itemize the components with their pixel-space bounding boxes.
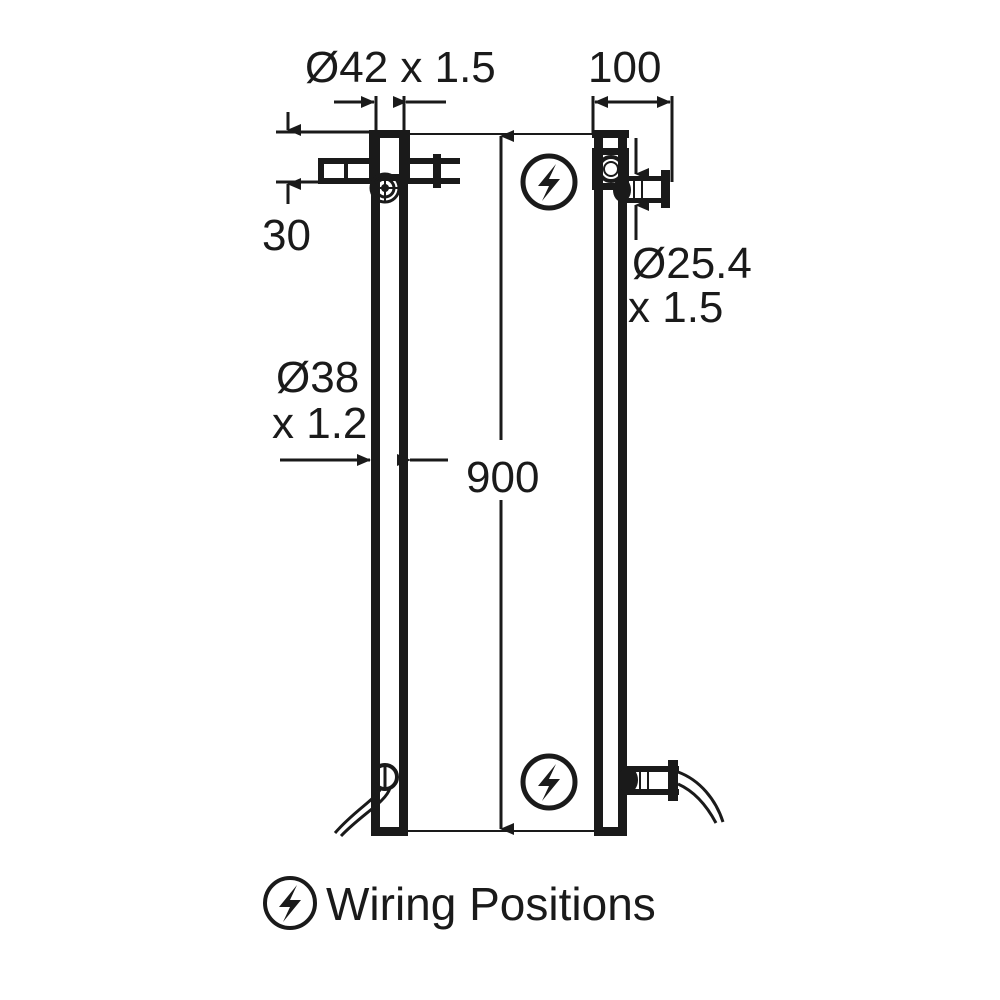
dimension-bracket-offset: 30 <box>262 112 376 260</box>
side-connector-end-cap <box>661 170 670 208</box>
side-bottom-connector-cap <box>668 760 678 801</box>
side-view-column <box>592 130 725 836</box>
lightning-bolt-icon <box>279 885 301 922</box>
front-cable-strand-a <box>333 787 383 834</box>
front-cable-strand-b <box>339 787 392 838</box>
side-cable-strand-a <box>677 770 725 823</box>
side-bracket-right-edge <box>622 148 629 190</box>
dim-label-column-diameter: Ø38 <box>276 353 359 402</box>
front-column-right-wall <box>399 130 408 836</box>
dimension-overall-height: 900 <box>408 130 598 835</box>
side-connector-hatch <box>633 178 643 201</box>
dimension-column-diameter: Ø38 x 1.2 <box>272 353 448 466</box>
legend-wiring-positions: Wiring Positions <box>263 876 656 930</box>
side-bracket-boss <box>597 155 625 183</box>
front-column-left-wall <box>371 130 380 836</box>
legend-label: Wiring Positions <box>326 878 656 930</box>
front-view-column <box>318 130 460 838</box>
dim-label-top-diameter: Ø42 x 1.5 <box>305 43 496 92</box>
dim-label-top-width: 100 <box>588 43 661 92</box>
side-bracket-bottom-rail <box>592 183 629 190</box>
wiring-marker-bottom <box>520 753 578 811</box>
front-arm-right-end <box>433 154 441 188</box>
side-cable-strand-b <box>677 782 718 824</box>
side-column-right-wall <box>618 130 627 836</box>
front-bracket-right-edge <box>403 138 410 180</box>
front-top-wiring-boss <box>369 172 401 204</box>
front-column-base-cap <box>371 827 408 836</box>
side-column-base-cap <box>594 827 627 836</box>
dimension-top-diameter: Ø42 x 1.5 <box>305 43 496 136</box>
side-bottom-connector <box>618 760 679 801</box>
wiring-marker-top <box>520 153 578 211</box>
side-column-left-wall <box>594 130 603 836</box>
side-bottom-connector-bottom <box>627 789 679 795</box>
side-bracket-left-edge <box>592 148 600 190</box>
lightning-bolt-icon <box>538 764 560 801</box>
side-bottom-connector-top <box>627 766 679 772</box>
front-bracket-left-edge <box>369 138 376 180</box>
dim-label-overall-height: 900 <box>466 453 539 502</box>
side-bottom-gland <box>618 767 638 793</box>
dim-label-connector-thickness: x 1.5 <box>628 283 723 332</box>
legend-circle <box>263 876 317 930</box>
side-bottom-hatch <box>639 768 649 793</box>
dim-label-bracket-offset: 30 <box>262 211 311 260</box>
side-bracket-top-cap <box>592 130 629 138</box>
front-bottom-wiring-boss <box>371 763 399 791</box>
lightning-bolt-icon <box>538 164 560 201</box>
front-arm-left-end <box>318 158 324 184</box>
front-bracket-top-cap <box>369 130 410 138</box>
side-bracket-upper-rail <box>592 148 629 155</box>
side-connector-gland <box>613 178 631 202</box>
dim-label-column-thickness: x 1.2 <box>272 399 367 448</box>
dimension-connector-diameter: Ø25.4 x 1.5 <box>628 138 752 332</box>
front-bracket-bottom-edge <box>369 174 410 181</box>
dim-label-connector-diameter: Ø25.4 <box>632 239 752 288</box>
dimension-top-width: 100 <box>588 43 674 182</box>
front-arm-left-detail <box>344 160 348 182</box>
